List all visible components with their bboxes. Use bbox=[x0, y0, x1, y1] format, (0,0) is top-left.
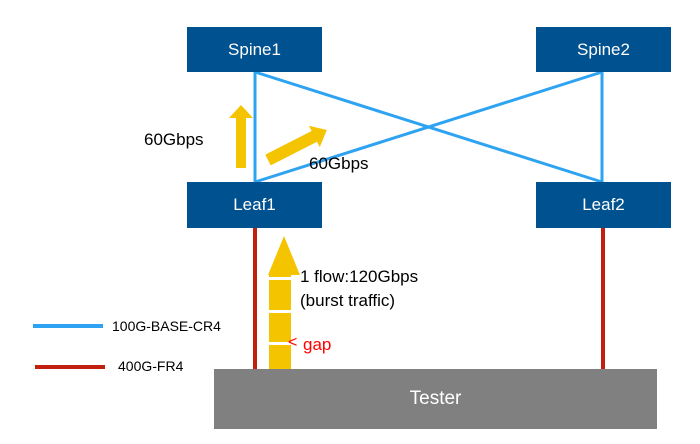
uplink-vertical-rate: 60Gbps bbox=[144, 130, 204, 149]
spine1-label: Spine1 bbox=[228, 39, 281, 59]
legend-label-100g: 100G-BASE-CR4 bbox=[112, 318, 221, 334]
burst-traffic-arrow bbox=[268, 236, 300, 376]
leaf1-node[interactable]: Leaf1 bbox=[187, 182, 322, 228]
spine2-node[interactable]: Spine2 bbox=[536, 27, 671, 72]
flow-description-line1: 1 flow:120Gbps bbox=[300, 267, 419, 286]
flow-description-line2: (burst traffic) bbox=[300, 291, 396, 310]
leaf1-label: Leaf1 bbox=[233, 195, 276, 214]
leaf2-label: Leaf2 bbox=[582, 195, 625, 214]
gap-marker: < bbox=[288, 334, 298, 351]
traffic-arrow-diagonal bbox=[265, 125, 327, 166]
tester-label: Tester bbox=[409, 388, 462, 409]
spine2-label: Spine2 bbox=[577, 39, 630, 59]
leaf2-node[interactable]: Leaf2 bbox=[536, 182, 671, 228]
legend-label-400g: 400G-FR4 bbox=[118, 358, 184, 374]
uplink-cross-rate: 60Gbps bbox=[309, 154, 369, 173]
link-spine2-leaf1 bbox=[254, 70, 603, 184]
spine1-node[interactable]: Spine1 bbox=[187, 27, 322, 72]
gap-label: gap bbox=[303, 335, 332, 354]
traffic-arrow-vertical bbox=[229, 105, 253, 168]
tester-node[interactable]: Tester bbox=[214, 369, 657, 429]
